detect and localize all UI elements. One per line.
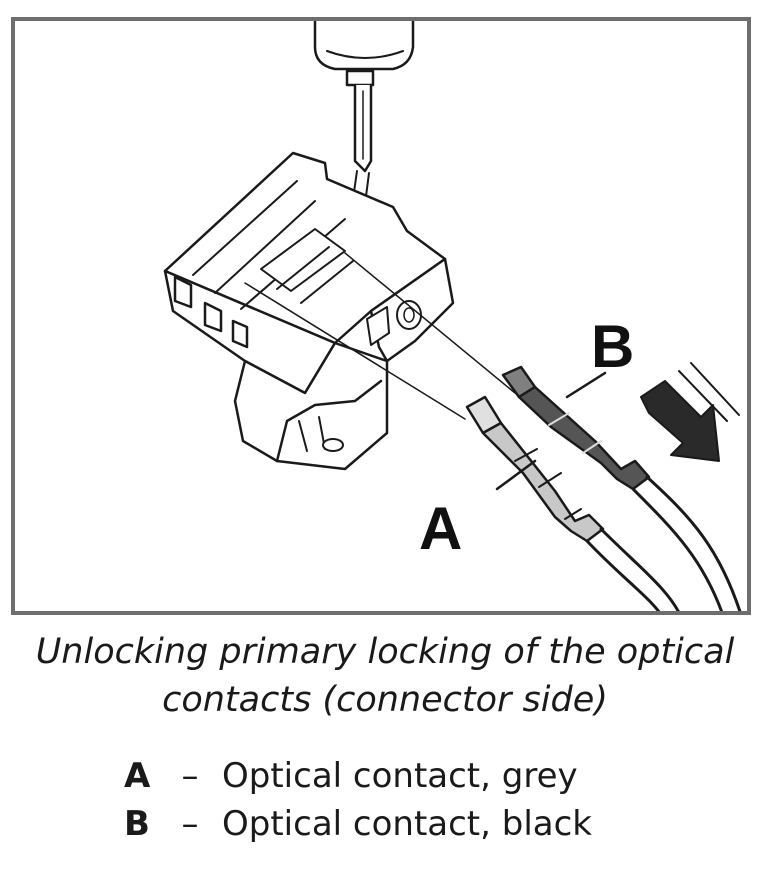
legend-key-b: B (124, 804, 150, 844)
legend-key-a: A (124, 756, 151, 796)
legend-item-b: B – Optical contact, black (124, 800, 592, 848)
callout-label-a: A (419, 495, 462, 562)
legend-item-a: A – Optical contact, grey (124, 752, 592, 800)
alignment-lines (244, 252, 516, 420)
legend-text-b: Optical contact, black (222, 804, 592, 844)
figure-caption: Unlocking primary locking of the optical… (20, 628, 750, 724)
connector-illustration: A B (163, 21, 742, 611)
optical-contact-black (501, 365, 742, 611)
legend-dash: – (181, 804, 199, 844)
figure-frame: A B (11, 17, 751, 615)
pull-direction-arrow (640, 362, 740, 462)
caption-line-1: Unlocking primary locking of the optical (35, 632, 735, 672)
callout-label-b: B (591, 313, 634, 380)
callout-leaders (495, 371, 607, 491)
caption-line-2: contacts (connector side) (162, 680, 608, 720)
connector-housing (163, 151, 455, 471)
legend-text-a: Optical contact, grey (222, 756, 578, 796)
optical-contact-grey (465, 395, 680, 611)
legend-dash: – (181, 756, 199, 796)
legend: A – Optical contact, grey B – Optical co… (124, 752, 592, 848)
